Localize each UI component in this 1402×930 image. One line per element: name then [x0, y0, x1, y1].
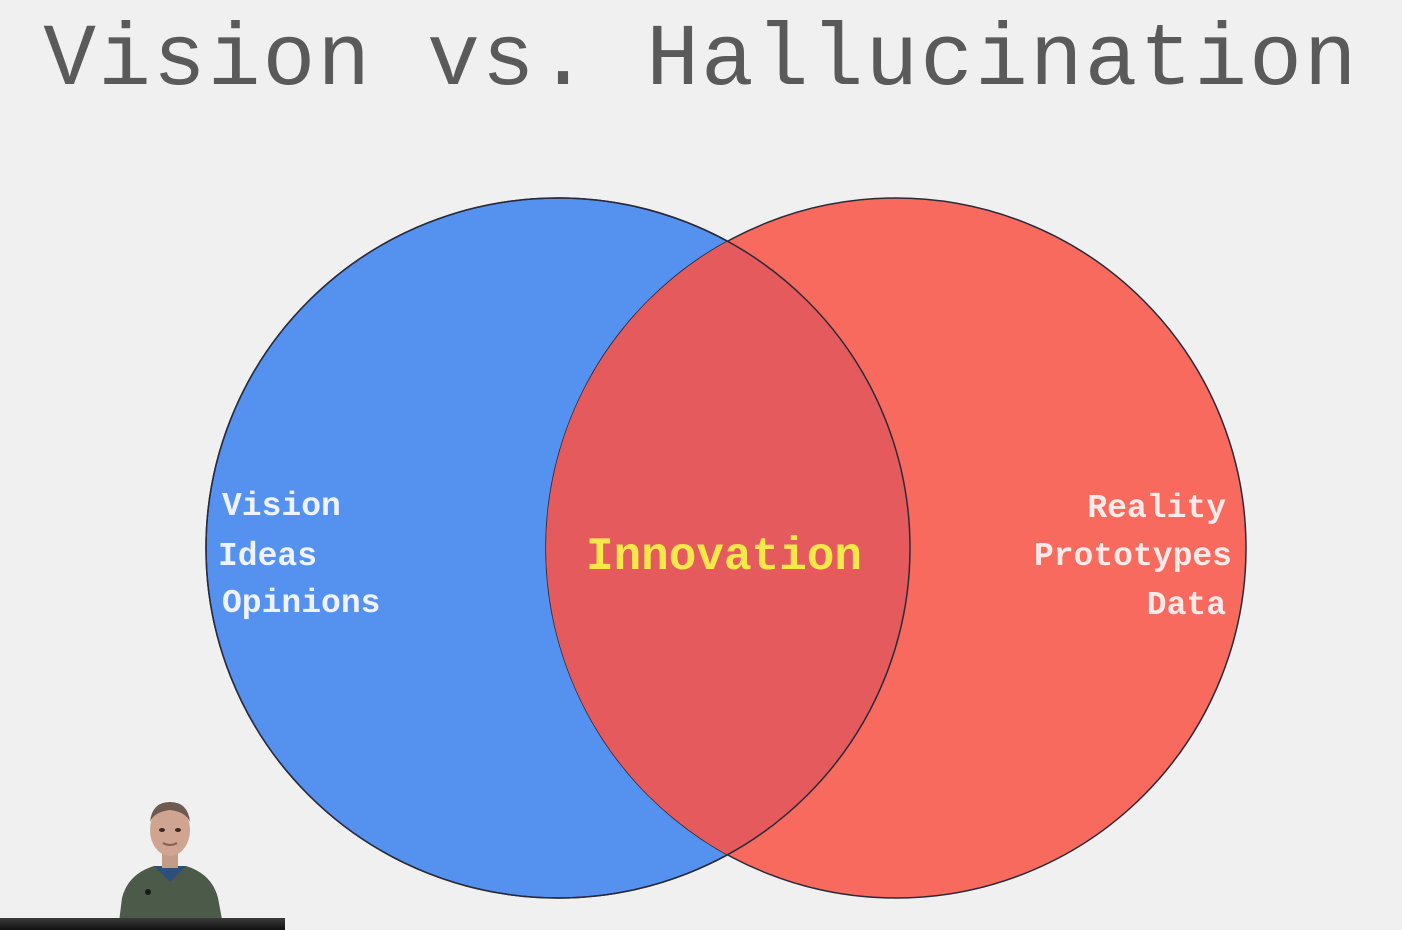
speaker-video-figure — [118, 802, 224, 930]
left-item-ideas: Ideas — [218, 538, 317, 575]
intersection-label-innovation: Innovation — [586, 531, 862, 583]
slide-title: Vision vs. Hallucination — [43, 12, 1359, 111]
left-item-vision: Vision — [222, 488, 341, 525]
stage-edge — [0, 918, 285, 930]
right-item-prototypes: Prototypes — [1034, 538, 1232, 575]
left-circle-outline — [205, 197, 911, 899]
right-item-data: Data — [1147, 587, 1226, 624]
left-item-opinions: Opinions — [222, 585, 380, 622]
intersection-region — [546, 198, 910, 898]
right-item-reality: Reality — [1087, 490, 1226, 527]
